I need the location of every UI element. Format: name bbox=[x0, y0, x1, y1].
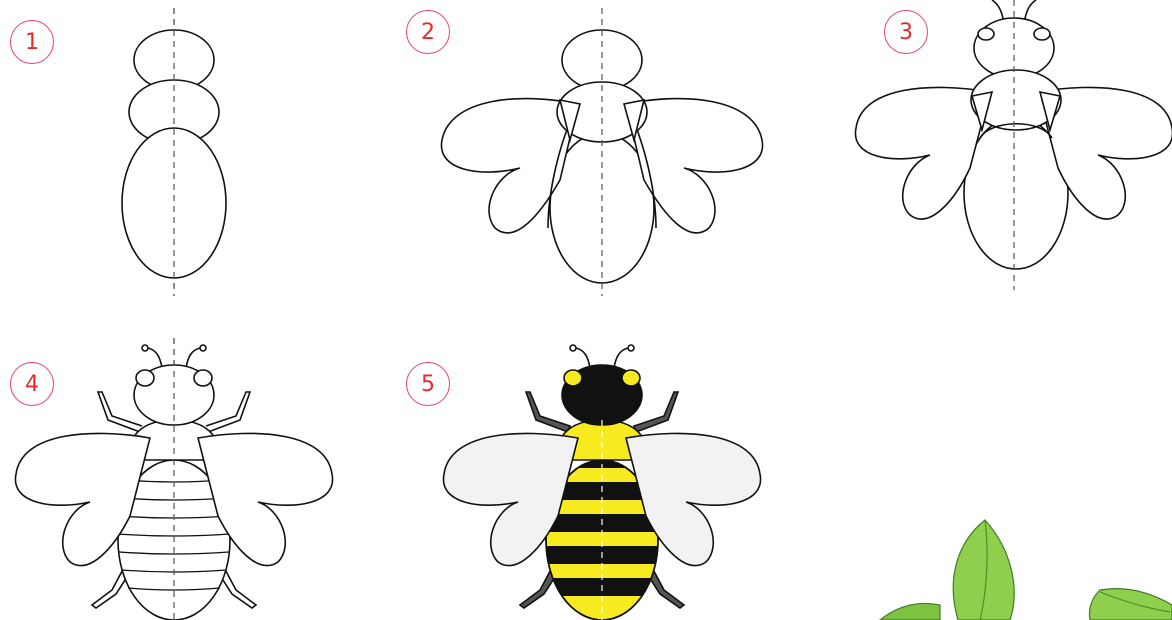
step-3-number: 3 bbox=[899, 20, 913, 45]
step-5-badge: 5 bbox=[406, 362, 450, 406]
step-1-number: 1 bbox=[25, 30, 39, 55]
step-2-number: 2 bbox=[421, 20, 435, 45]
step-1-badge: 1 bbox=[10, 20, 54, 64]
step-2-badge: 2 bbox=[406, 10, 450, 54]
bee-step-1 bbox=[122, 8, 226, 296]
step-3-badge: 3 bbox=[884, 10, 928, 54]
bee-step-5 bbox=[443, 345, 760, 620]
step-5-number: 5 bbox=[421, 372, 435, 397]
leaf-decoration bbox=[880, 520, 1172, 620]
bee-step-2 bbox=[441, 8, 762, 296]
step-4-badge: 4 bbox=[10, 362, 54, 406]
step-4-number: 4 bbox=[25, 372, 39, 397]
bee-step-4 bbox=[15, 338, 332, 620]
